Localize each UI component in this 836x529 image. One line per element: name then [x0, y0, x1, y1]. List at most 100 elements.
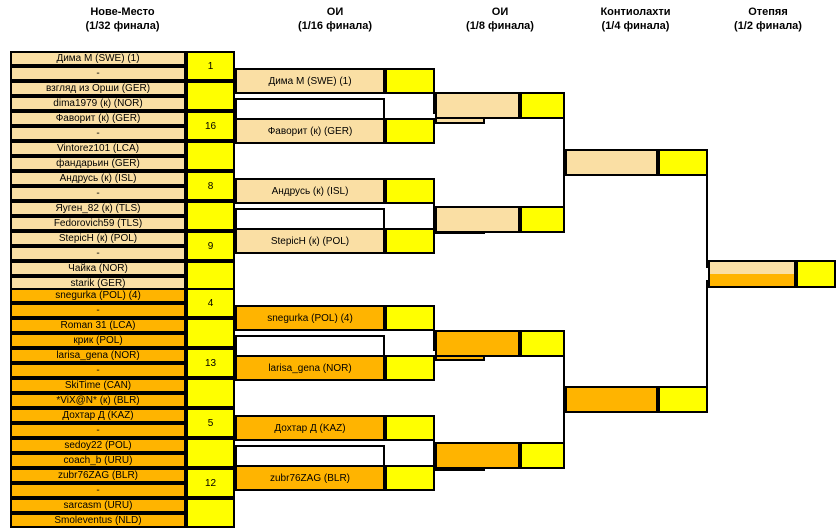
r32-entry-name[interactable]: larisa_gena (NOR): [10, 348, 186, 363]
r32-entry-name[interactable]: Vintorez101 (LCA): [10, 141, 186, 156]
r32-entry-sub[interactable]: -: [10, 66, 186, 81]
r32-entry-label: Roman 31 (LCA): [60, 320, 136, 331]
r8-entry[interactable]: [435, 206, 520, 233]
r16-score-box[interactable]: [385, 68, 435, 94]
r32-entry-sub[interactable]: -: [10, 126, 186, 141]
r32-seed-box[interactable]: [186, 201, 235, 231]
r16-entry[interactable]: Фаворит (к) (GER): [235, 118, 385, 144]
r16-entry[interactable]: StepicH (к) (POL): [235, 228, 385, 254]
r32-seed-box[interactable]: [186, 261, 235, 291]
r32-entry-sub[interactable]: крик (POL): [10, 333, 186, 348]
r4-entry-label: [567, 151, 656, 174]
r32-seed-box[interactable]: 1: [186, 51, 235, 81]
r4-score-box[interactable]: [658, 149, 708, 176]
r32-entry-name[interactable]: взгляд из Орши (GER): [10, 81, 186, 96]
r16-score-box[interactable]: [385, 118, 435, 144]
r32-entry-name[interactable]: Андрусь (к) (ISL): [10, 171, 186, 186]
r32-entry-sub[interactable]: -: [10, 246, 186, 261]
r32-seed-box[interactable]: 5: [186, 408, 235, 438]
r8-score-label: [522, 94, 563, 117]
r32-seed-box[interactable]: [186, 318, 235, 348]
connector-line: [563, 387, 565, 469]
r32-seed-box[interactable]: 9: [186, 231, 235, 261]
r8-score-box[interactable]: [520, 92, 565, 119]
r32-entry-name[interactable]: zubr76ZAG (BLR): [10, 468, 186, 483]
r32-seed-box[interactable]: 12: [186, 468, 235, 498]
r32-entry-name[interactable]: StepicH (к) (POL): [10, 231, 186, 246]
r16-score-box[interactable]: [385, 178, 435, 204]
r4-entry[interactable]: [565, 149, 658, 176]
r32-entry-sub[interactable]: -: [10, 363, 186, 378]
r32-entry-sub[interactable]: dima1979 (к) (NOR): [10, 96, 186, 111]
r32-entry-name[interactable]: Roman 31 (LCA): [10, 318, 186, 333]
r8-score-label: [522, 444, 563, 467]
r32-entry-name[interactable]: Яуген_82 (к) (TLS): [10, 201, 186, 216]
r4-score-box[interactable]: [658, 386, 708, 413]
r32-entry-sub[interactable]: coach_b (URU): [10, 453, 186, 468]
r32-seed-box[interactable]: [186, 141, 235, 171]
r32-entry-name[interactable]: sarcasm (URU): [10, 498, 186, 513]
connector-line: [433, 467, 435, 491]
r8-entry[interactable]: [435, 92, 520, 119]
r16-score-box[interactable]: [385, 415, 435, 441]
r32-entry-name[interactable]: SkiTime (CAN): [10, 378, 186, 393]
r4-score-label: [660, 388, 706, 411]
r8-entry-label: [437, 94, 518, 117]
r32-seed-box[interactable]: 16: [186, 111, 235, 141]
semifinal-score-label: [798, 262, 834, 286]
r32-entry-sub[interactable]: -: [10, 303, 186, 318]
r32-seed-box[interactable]: [186, 498, 235, 528]
header-round16-venue: ОИ: [326, 6, 344, 18]
r32-entry-name[interactable]: Чайка (NOR): [10, 261, 186, 276]
r16-entry[interactable]: Дима М (SWE) (1): [235, 68, 385, 94]
r32-entry-sub[interactable]: -: [10, 483, 186, 498]
connector-line: [433, 357, 435, 381]
r16-entry[interactable]: snegurka (POL) (4): [235, 305, 385, 331]
r32-seed-label: 8: [207, 180, 214, 192]
r32-entry-sub-label: -: [96, 248, 100, 259]
r32-entry-sub[interactable]: -: [10, 423, 186, 438]
r32-entry-name[interactable]: snegurka (POL) (4): [10, 288, 186, 303]
r32-seed-box[interactable]: 8: [186, 171, 235, 201]
r32-entry-sub[interactable]: Smoleventus (NLD): [10, 513, 186, 528]
r32-entry-name[interactable]: Фаворит (к) (GER): [10, 111, 186, 126]
r32-entry-name[interactable]: sedoy22 (POL): [10, 438, 186, 453]
r32-entry-sub-label: coach_b (URU): [63, 455, 133, 466]
r16-entry[interactable]: zubr76ZAG (BLR): [235, 465, 385, 491]
r16-score-box[interactable]: [385, 465, 435, 491]
r16-score-box[interactable]: [385, 228, 435, 254]
r32-seed-box[interactable]: 4: [186, 288, 235, 318]
r16-entry[interactable]: larisa_gena (NOR): [235, 355, 385, 381]
semifinal-score-box[interactable]: [796, 260, 836, 288]
r32-entry-name[interactable]: Дохтар Д (KAZ): [10, 408, 186, 423]
connector-line: [563, 330, 565, 413]
r8-score-box[interactable]: [520, 206, 565, 233]
header-round16-stage: (1/16 финала): [297, 20, 373, 32]
r8-entry[interactable]: [435, 330, 520, 357]
r4-entry[interactable]: [565, 386, 658, 413]
header-round32-venue: Нове-Место: [90, 6, 155, 18]
r32-entry-label: Vintorez101 (LCA): [56, 143, 140, 154]
r16-entry[interactable]: Андрусь (к) (ISL): [235, 178, 385, 204]
r32-seed-box[interactable]: [186, 378, 235, 408]
r32-entry-sub[interactable]: -: [10, 186, 186, 201]
r32-entry-label: larisa_gena (NOR): [56, 350, 140, 361]
r32-entry-sub[interactable]: *ViX@N* (к) (BLR): [10, 393, 186, 408]
r32-entry-name[interactable]: Дима М (SWE) (1): [10, 51, 186, 66]
r32-entry-label: sarcasm (URU): [63, 500, 133, 511]
r32-seed-box[interactable]: 13: [186, 348, 235, 378]
r8-score-box[interactable]: [520, 442, 565, 469]
r8-entry[interactable]: [435, 442, 520, 469]
r32-entry-sub[interactable]: Fedorovich59 (TLS): [10, 216, 186, 231]
r16-score-box[interactable]: [385, 355, 435, 381]
r16-score-label: [387, 70, 433, 92]
r8-score-box[interactable]: [520, 330, 565, 357]
r16-score-box[interactable]: [385, 305, 435, 331]
r16-entry[interactable]: Дохтар Д (KAZ): [235, 415, 385, 441]
connector-line: [433, 178, 435, 234]
semifinal-entry[interactable]: [708, 260, 796, 288]
r32-seed-label: 9: [207, 240, 214, 252]
r32-entry-sub[interactable]: фандарьин (GER): [10, 156, 186, 171]
r32-seed-box[interactable]: [186, 81, 235, 111]
r32-seed-box[interactable]: [186, 438, 235, 468]
